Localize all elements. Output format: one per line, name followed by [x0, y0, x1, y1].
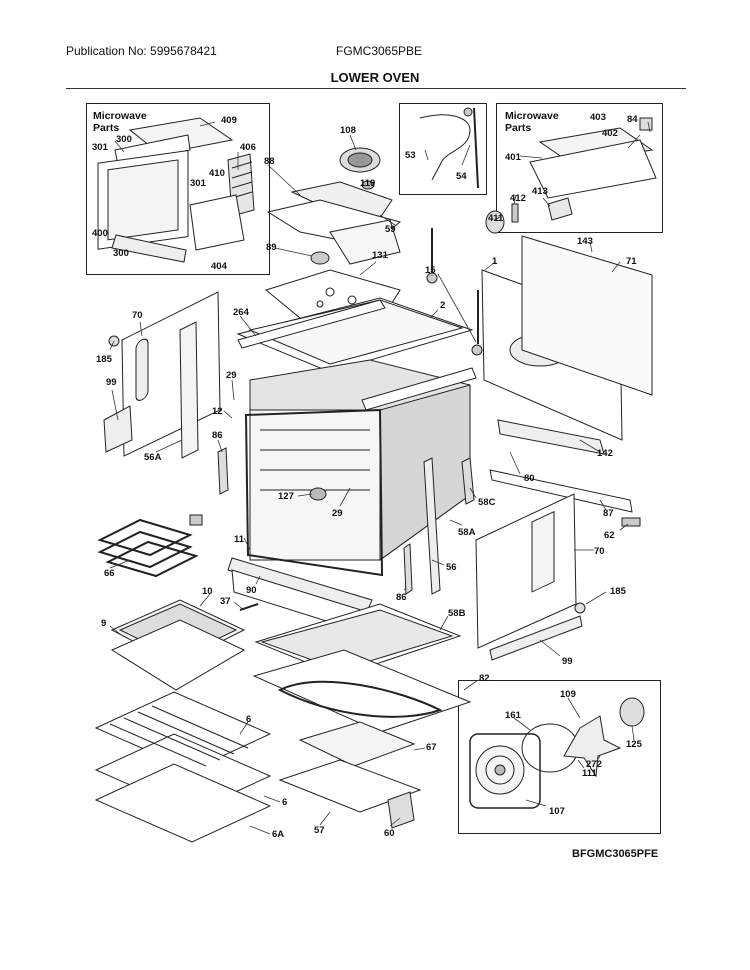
part-label-90: 90 [246, 585, 257, 596]
part-label-300: 300 [116, 134, 132, 145]
bake-element [97, 514, 203, 578]
bake-burner-assembly [252, 649, 472, 829]
part-label-37: 37 [220, 596, 231, 607]
part-label-404: 404 [211, 261, 227, 272]
part-label-56: 56 [446, 562, 457, 573]
part-label-82: 82 [479, 673, 490, 684]
part-label-10: 10 [202, 586, 213, 597]
part-label-108: 108 [340, 125, 356, 136]
part-label-86: 86 [396, 592, 407, 603]
microwave-left-title-line2: Parts [93, 122, 120, 134]
part-label-142: 142 [597, 448, 613, 459]
part-label-80: 80 [524, 473, 535, 484]
part-label-143: 143 [577, 236, 593, 247]
part-label-300: 300 [113, 248, 129, 259]
part-label-413: 413 [532, 186, 548, 197]
part-label-86: 86 [212, 430, 223, 441]
oven-racks [94, 691, 272, 843]
part-label-2: 2 [440, 300, 446, 311]
part-label-401: 401 [505, 152, 521, 163]
part-label-29: 29 [332, 508, 343, 519]
igniter-wire-box [399, 103, 487, 195]
part-label-161: 161 [505, 710, 521, 721]
part-label-71: 71 [626, 256, 637, 267]
part-label-402: 402 [602, 128, 618, 139]
part-label-411: 411 [488, 213, 504, 224]
part-label-88: 88 [264, 156, 275, 167]
part-label-6: 6 [246, 714, 252, 725]
leader-lines [109, 121, 651, 835]
part-label-60: 60 [384, 828, 395, 839]
left-side-panel [103, 291, 221, 459]
part-label-67: 67 [426, 742, 437, 753]
part-label-301: 301 [92, 142, 108, 153]
part-label-127: 127 [278, 491, 294, 502]
part-label-11: 11 [234, 534, 245, 545]
side-trims [217, 447, 475, 595]
part-label-70: 70 [132, 310, 143, 321]
part-label-412: 412 [510, 193, 526, 204]
microwave-parts-right-title: Microwave Parts [505, 110, 559, 134]
part-label-409: 409 [221, 115, 237, 126]
part-label-400: 400 [92, 228, 108, 239]
part-label-6: 6 [282, 797, 288, 808]
convection-fan [469, 697, 645, 809]
part-label-109: 109 [560, 689, 576, 700]
part-label-59: 59 [385, 224, 396, 235]
part-label-56A: 56A [144, 452, 162, 463]
footer-code: BFGMC3065PFE [572, 848, 659, 860]
publication-number: Publication No: 5995678421 [66, 44, 217, 58]
part-label-57: 57 [314, 825, 325, 836]
part-label-131: 131 [372, 250, 388, 261]
part-label-264: 264 [233, 307, 249, 318]
part-label-58C: 58C [478, 497, 496, 508]
part-label-301: 301 [190, 178, 206, 189]
model-number: FGMC3065PBE [336, 44, 423, 58]
part-label-62: 62 [604, 530, 615, 541]
rear-panel [481, 235, 653, 527]
microwave-right-title-line1: Microwave [505, 110, 559, 122]
part-label-410: 410 [209, 168, 225, 179]
microwave-parts-left-title: Microwave Parts [93, 110, 147, 134]
part-label-99: 99 [562, 656, 573, 667]
part-label-125: 125 [626, 739, 642, 750]
part-label-185: 185 [96, 354, 112, 365]
header-rule [66, 88, 686, 89]
part-label-15: 15 [425, 265, 436, 276]
part-label-87: 87 [603, 508, 614, 519]
microwave-right-title-line2: Parts [505, 122, 532, 134]
oven-cavity [237, 299, 477, 577]
oven-top-panel [236, 297, 474, 373]
part-label-53: 53 [405, 150, 416, 161]
part-label-58B: 58B [448, 608, 466, 619]
part-label-403: 403 [590, 112, 606, 123]
part-label-58A: 58A [458, 527, 476, 538]
part-label-89: 89 [266, 242, 277, 253]
part-label-111: 111 [582, 768, 597, 779]
diagram-title: LOWER OVEN [330, 70, 420, 85]
part-label-107: 107 [549, 806, 565, 817]
igniter-wire [419, 107, 479, 189]
part-label-185: 185 [610, 586, 626, 597]
right-side-panel [475, 493, 586, 661]
microwave-door-parts [97, 117, 255, 263]
part-label-119: 119 [360, 178, 376, 189]
part-label-54: 54 [456, 171, 467, 182]
part-label-99: 99 [106, 377, 117, 388]
part-label-1: 1 [492, 256, 498, 267]
part-label-9: 9 [101, 618, 107, 629]
part-label-66: 66 [104, 568, 115, 579]
part-label-70: 70 [594, 546, 605, 557]
broil-pan [110, 599, 246, 691]
part-label-12: 12 [212, 406, 223, 417]
part-label-272: 272 [586, 759, 602, 770]
part-label-6A: 6A [272, 829, 285, 840]
part-label-84: 84 [627, 114, 638, 125]
part-label-29: 29 [226, 370, 237, 381]
microwave-bracket-parts [485, 117, 657, 234]
microwave-left-title-line1: Microwave [93, 110, 147, 122]
oven-door [227, 557, 462, 677]
part-label-406: 406 [240, 142, 256, 153]
